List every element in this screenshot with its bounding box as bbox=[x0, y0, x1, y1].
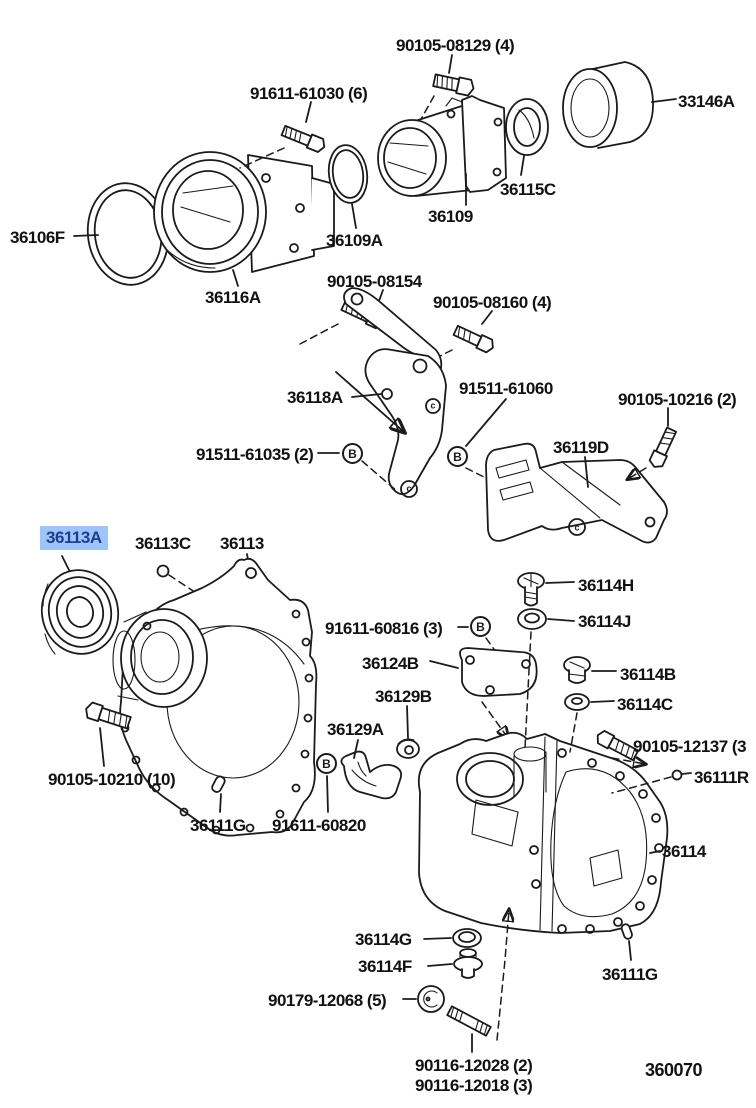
drawing-36114 bbox=[417, 731, 669, 934]
figure-number: 360070 bbox=[645, 1060, 703, 1080]
part-label-36109a[interactable]: 36109A bbox=[326, 231, 383, 250]
part-label-90105-12137[interactable]: 90105-12137 (3 bbox=[633, 737, 747, 756]
hole-marker: c bbox=[574, 522, 579, 532]
drawing-36124b bbox=[429, 647, 538, 738]
drawing-bolt-90105-12137 bbox=[596, 729, 645, 764]
drawing-36115c bbox=[505, 98, 549, 176]
drawing-36114j bbox=[517, 608, 575, 749]
part-label-36129b[interactable]: 36129B bbox=[375, 687, 432, 706]
part-label-91511-61060[interactable]: 91511-61060 bbox=[459, 379, 553, 398]
part-label-36109[interactable]: 36109 bbox=[428, 207, 473, 226]
drawing-stud-90116 bbox=[446, 910, 509, 1053]
drawing-36129b bbox=[396, 705, 420, 759]
drawing-nut-90179-12068 bbox=[402, 985, 445, 1013]
part-label-90105-08129[interactable]: 90105-08129 (4) bbox=[396, 36, 515, 55]
part-label-36114j[interactable]: 36114J bbox=[578, 612, 631, 631]
part-label-36114c[interactable]: 36114C bbox=[617, 695, 673, 714]
part-label-36118a[interactable]: 36118A bbox=[287, 388, 343, 407]
part-label-36111g-bottom[interactable]: 36111G bbox=[602, 965, 658, 984]
part-label-90105-08154[interactable]: 90105-08154 bbox=[327, 272, 422, 291]
part-label-90105-10210[interactable]: 90105-10210 (10) bbox=[48, 770, 176, 789]
drawing-36113 bbox=[112, 553, 318, 837]
drawing-33146a bbox=[562, 61, 677, 149]
drawing-36119d bbox=[485, 442, 668, 544]
drawing-36129a bbox=[340, 739, 403, 800]
part-label-90116-12018[interactable]: 90116-12018 (3) bbox=[415, 1076, 533, 1095]
part-label-36114f[interactable]: 36114F bbox=[358, 957, 412, 976]
part-label-36113a-highlighted[interactable]: 36113A bbox=[40, 526, 108, 550]
circled-b-symbol: B bbox=[316, 753, 337, 774]
part-label-91511-61035[interactable]: 91511-61035 (2) bbox=[196, 445, 314, 464]
part-label-91611-60816[interactable]: 91611-60816 (3) bbox=[325, 619, 443, 638]
circled-b-symbol: B bbox=[447, 446, 468, 467]
drawing-36111g-bottom-pin bbox=[620, 923, 633, 961]
hole-marker: c bbox=[406, 483, 411, 493]
drawing-36111g-pin bbox=[211, 775, 226, 813]
part-label-36111g[interactable]: 36111G bbox=[190, 816, 246, 835]
part-label-36111r[interactable]: 36111R bbox=[694, 768, 749, 787]
part-label-36113[interactable]: 36113 bbox=[220, 534, 264, 553]
drawing-36114g bbox=[423, 928, 482, 948]
drawing-36113a bbox=[40, 555, 120, 655]
drawing-bolt-91611-61030 bbox=[239, 101, 326, 169]
part-label-36114b[interactable]: 36114B bbox=[620, 665, 676, 684]
drawing-bolt-90105-10210 bbox=[85, 701, 132, 767]
drawing-36109 bbox=[377, 95, 507, 206]
drawing-36109a bbox=[327, 144, 369, 229]
part-label-91611-60820[interactable]: 91611-60820 bbox=[272, 816, 366, 835]
part-label-36119d[interactable]: 36119D bbox=[553, 438, 609, 457]
part-label-36115c[interactable]: 36115C bbox=[500, 180, 556, 199]
part-label-33146a[interactable]: 33146A bbox=[678, 92, 735, 111]
drawing-36114b bbox=[563, 656, 617, 684]
part-label-36114[interactable]: 36114 bbox=[662, 842, 706, 861]
circled-b-symbol: B bbox=[342, 443, 363, 464]
part-label-90179-12068[interactable]: 90179-12068 (5) bbox=[268, 991, 387, 1010]
part-label-36113c[interactable]: 36113C bbox=[135, 534, 191, 553]
hole-marker: c bbox=[430, 400, 435, 410]
part-label-90105-10216[interactable]: 90105-10216 (2) bbox=[618, 390, 737, 409]
part-label-36129a[interactable]: 36129A bbox=[327, 720, 384, 739]
part-label-90105-08160[interactable]: 90105-08160 (4) bbox=[433, 293, 552, 312]
drawing-36114c bbox=[564, 693, 615, 753]
drawing-36118a bbox=[335, 287, 447, 498]
part-label-36106f[interactable]: 36106F bbox=[10, 228, 65, 247]
drawing-36111r bbox=[611, 769, 692, 794]
drawing-36114h bbox=[517, 572, 575, 607]
drawing-36116a bbox=[153, 151, 335, 287]
drawing-bolt-90105-10216 bbox=[628, 407, 678, 479]
circled-b-symbol: B bbox=[470, 616, 491, 637]
drawing-36114f bbox=[427, 948, 483, 979]
part-label-36124b[interactable]: 36124B bbox=[362, 654, 419, 673]
part-label-36114h[interactable]: 36114H bbox=[578, 576, 634, 595]
part-label-36116a[interactable]: 36116A bbox=[205, 288, 261, 307]
part-label-90116-12028[interactable]: 90116-12028 (2) bbox=[415, 1056, 533, 1075]
part-label-91611-61030[interactable]: 91611-61030 (6) bbox=[250, 84, 368, 103]
part-label-36114g[interactable]: 36114G bbox=[355, 930, 412, 949]
